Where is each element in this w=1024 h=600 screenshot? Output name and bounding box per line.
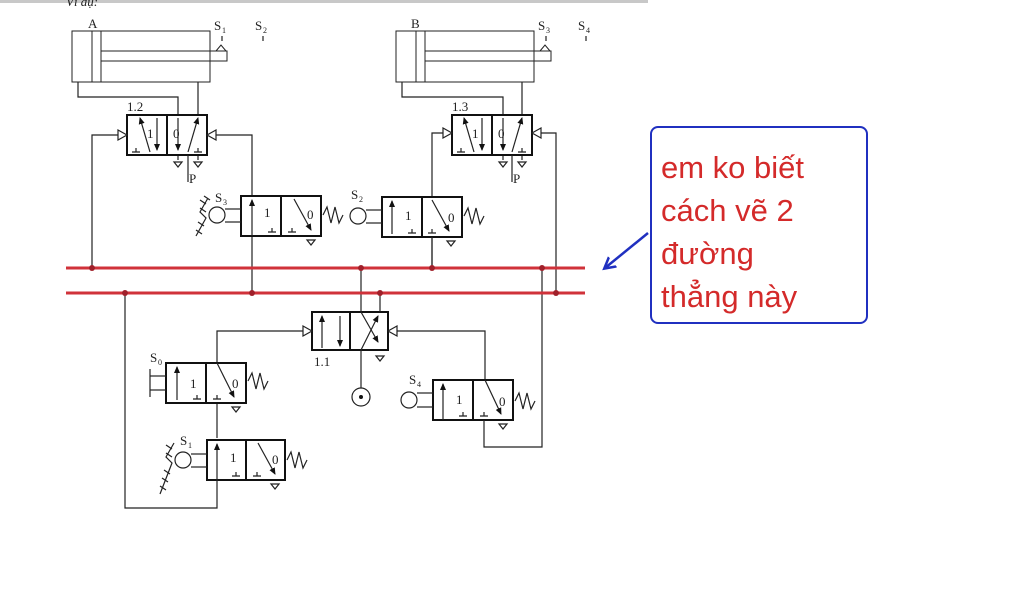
svg-text:1: 1 (230, 450, 237, 465)
svg-text:0: 0 (232, 376, 239, 391)
valve-1-3-label: 1.3 (452, 99, 468, 114)
svg-text:4: 4 (586, 26, 590, 35)
svg-text:3: 3 (546, 26, 550, 35)
svg-text:P: P (189, 171, 196, 186)
annotation-line: thẳng này (661, 279, 798, 314)
svg-text:1: 1 (190, 376, 197, 391)
svg-text:P: P (513, 171, 520, 186)
cylinder-a-label: A (88, 16, 98, 31)
svg-text:S: S (214, 18, 221, 33)
svg-text:1: 1 (472, 126, 479, 141)
svg-text:0: 0 (158, 358, 162, 367)
svg-text:0: 0 (173, 126, 180, 141)
valve-1-2-label: 1.2 (127, 99, 143, 114)
svg-text:S: S (215, 190, 222, 205)
annotation-line: đường (661, 236, 754, 271)
svg-text:0: 0 (498, 126, 505, 141)
cylinder-b: B (395, 16, 552, 83)
svg-text:S: S (578, 18, 585, 33)
svg-text:3: 3 (223, 198, 227, 207)
annotation-line: cách vẽ 2 (661, 193, 794, 228)
svg-text:1: 1 (222, 26, 226, 35)
svg-text:0: 0 (272, 452, 279, 467)
svg-text:1: 1 (405, 208, 412, 223)
cylinder-a: A (71, 16, 228, 83)
svg-text:S: S (180, 433, 187, 448)
valve-1-3: 1.3 1 0 P (442, 99, 542, 186)
caption-text: Ví dụ: (66, 0, 98, 9)
svg-text:2: 2 (263, 26, 267, 35)
document-top-edge (0, 0, 648, 3)
svg-text:S: S (538, 18, 545, 33)
svg-text:S: S (409, 372, 416, 387)
svg-text:0: 0 (307, 207, 314, 222)
svg-text:4: 4 (417, 380, 421, 389)
annotation-arrow (605, 232, 649, 268)
rail-junction-dots (89, 265, 559, 296)
svg-text:1: 1 (188, 441, 192, 450)
annotation-callout: em ko biết cách vẽ 2 đường thẳng này (650, 126, 868, 324)
valve-1-1-label: 1.1 (314, 354, 330, 369)
svg-text:1: 1 (264, 205, 271, 220)
svg-text:2: 2 (359, 195, 363, 204)
svg-text:0: 0 (448, 210, 455, 225)
annotation-line: em ko biết (661, 150, 805, 185)
svg-text:1: 1 (456, 392, 463, 407)
svg-text:S: S (351, 187, 358, 202)
svg-text:0: 0 (499, 394, 506, 409)
svg-text:S: S (150, 350, 157, 365)
svg-text:1: 1 (147, 126, 154, 141)
svg-text:S: S (255, 18, 262, 33)
valve-1-2: 1.2 1 0 P (117, 99, 217, 186)
cylinder-b-label: B (411, 16, 420, 31)
valve-1-1: 1.1 (302, 311, 398, 369)
air-source-icon (351, 387, 371, 407)
